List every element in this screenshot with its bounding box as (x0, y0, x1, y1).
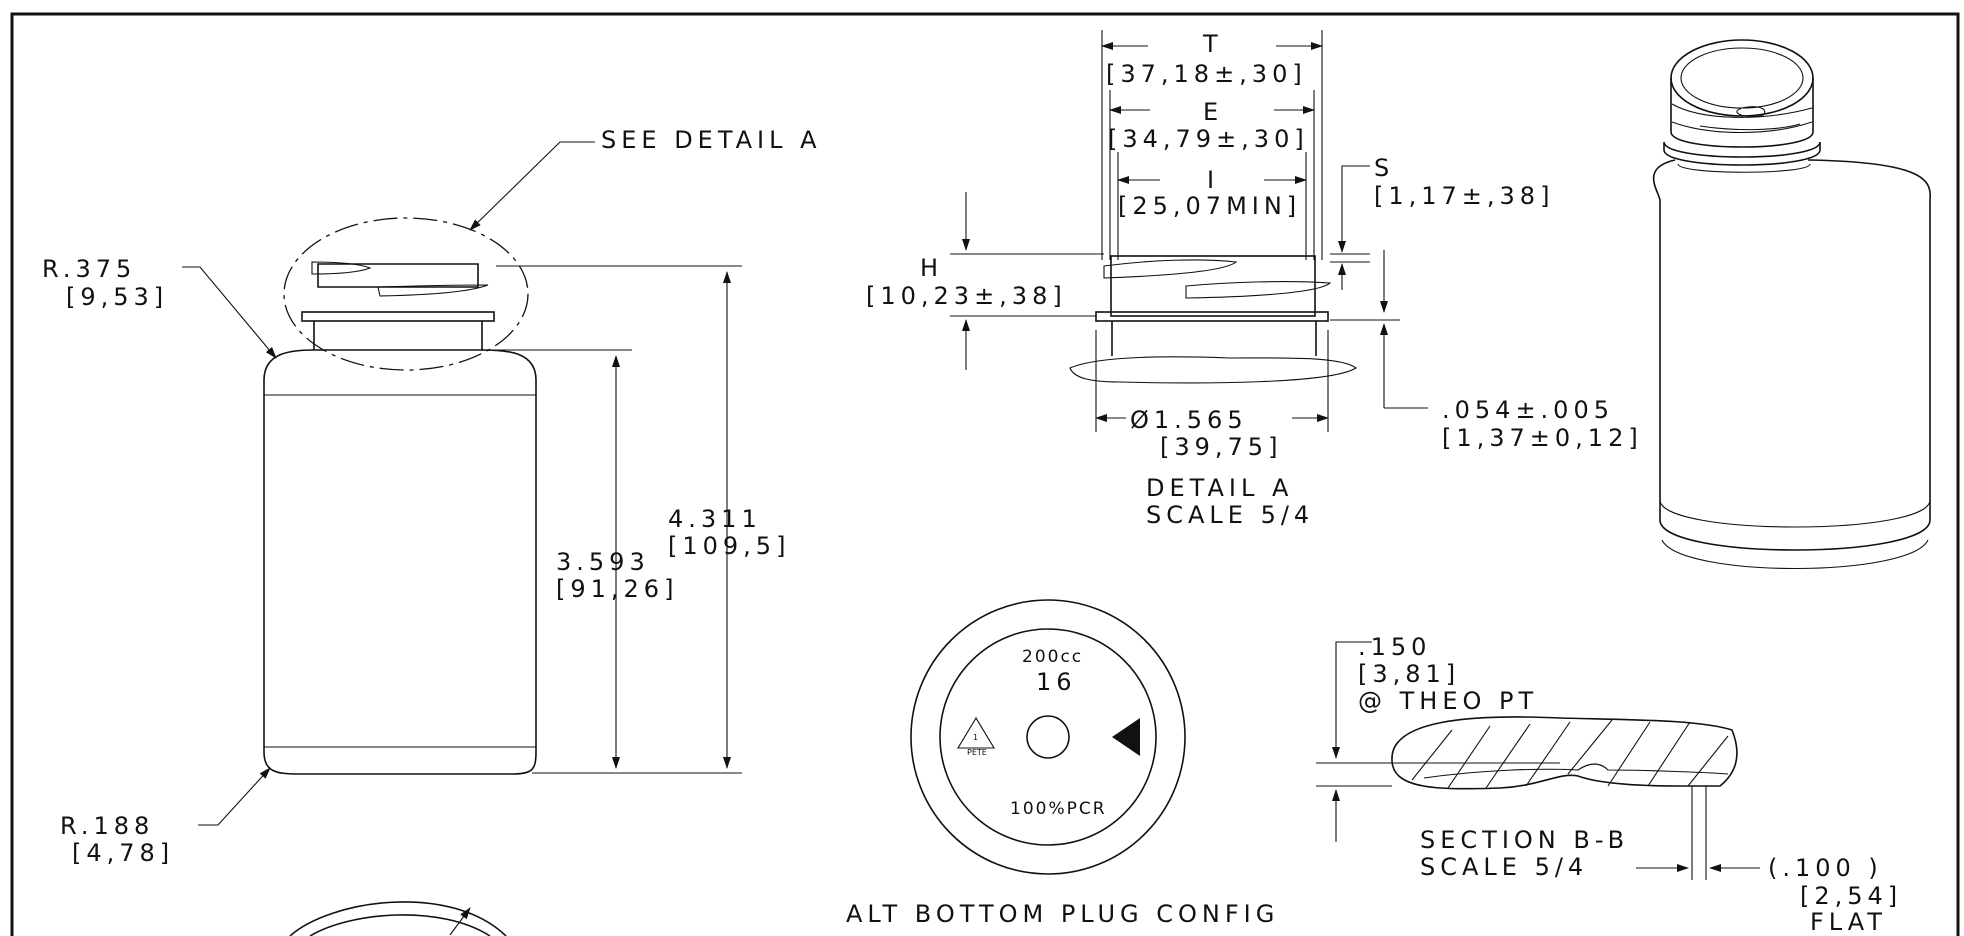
diameter-label: Ø1.565 (1130, 406, 1248, 434)
detail-H-mm: [10,23±,38] (866, 282, 1067, 310)
section-dim: .150 (1358, 633, 1431, 661)
total-height-label: 4.311 (668, 505, 762, 533)
detail-I-mm: [25,07MIN] (1118, 192, 1301, 220)
flat-label: FLAT (1810, 908, 1887, 936)
flat-dim-mm: [2,54] (1800, 882, 1902, 910)
detail-I-label: I (1207, 166, 1219, 194)
body-height-mm: [91,26] (556, 575, 678, 603)
detail-H-label: H (920, 254, 943, 282)
plug-volume: 200cc (1022, 647, 1083, 667)
flat-dim: (.100 ) (1768, 854, 1883, 882)
detail-a-neck (1069, 255, 1357, 384)
plug-caption: ALT BOTTOM PLUG CONFIG (846, 900, 1279, 928)
total-height-mm: [109,5] (668, 532, 790, 560)
radius-bottom-label: R.188 (60, 812, 154, 840)
plug-number: 16 (1036, 668, 1077, 696)
plug-resin-code: 1 (973, 733, 978, 742)
plug-resin-label: PETE (967, 748, 987, 757)
detail-a-title: DETAIL A (1146, 474, 1293, 502)
see-detail-label: SEE DETAIL A (601, 126, 822, 154)
plug-pcr: 100%PCR (1010, 799, 1107, 819)
detail-T-mm: [37,18±,30] (1106, 60, 1307, 88)
detail-a-scale: SCALE 5/4 (1146, 501, 1314, 529)
detail-E-label: E (1203, 98, 1223, 126)
detail-S-mm: [1,17±,38] (1374, 182, 1554, 210)
radius-bottom-mm: [4,78] (72, 839, 174, 867)
diameter-mm: [39,75] (1160, 433, 1282, 461)
section-title: SECTION B-B (1420, 826, 1629, 854)
radius-top-mm: [9,53] (66, 283, 168, 311)
body-height-label: 3.593 (556, 548, 650, 576)
detail-a-callout (283, 217, 529, 371)
section-bb-view (1391, 716, 1738, 790)
detail-T-label: T (1202, 30, 1223, 58)
bottle-side-view (263, 261, 537, 775)
radius-top-label: R.375 (42, 255, 136, 283)
bottle-isometric-view (1652, 39, 1932, 570)
section-dim-mm: [3,81] (1358, 660, 1460, 688)
section-scale: SCALE 5/4 (1420, 853, 1588, 881)
bottom-plug-view (910, 599, 1186, 875)
drawing-border (10, 12, 1960, 936)
wall-thickness-mm: [1,37±0,12] (1442, 424, 1643, 452)
wall-thickness-label: .054±.005 (1442, 396, 1614, 424)
detail-S-label: S (1374, 154, 1394, 182)
section-theo: @ THEO PT (1358, 687, 1538, 715)
detail-E-mm: [34,79±,30] (1108, 125, 1309, 153)
